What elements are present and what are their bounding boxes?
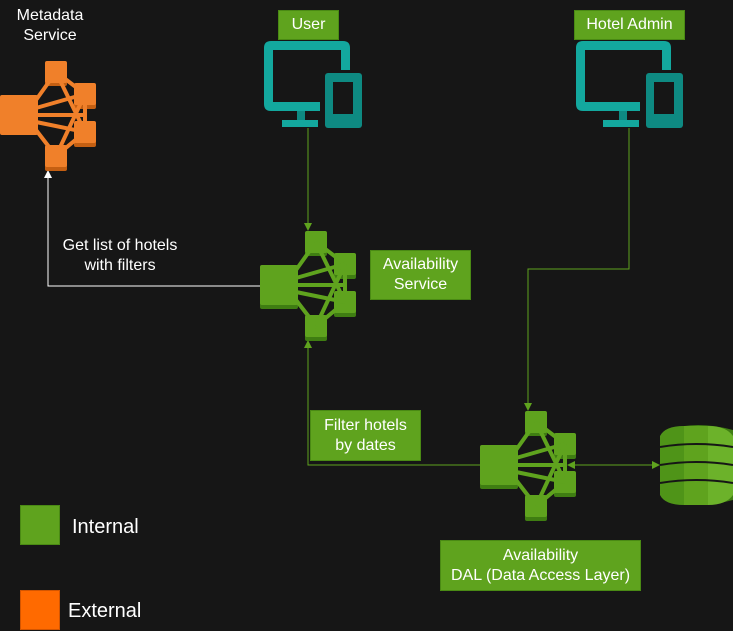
user-label-text: User <box>291 16 326 33</box>
availability-dal-line2: DAL (Data Access Layer) <box>450 566 631 584</box>
availability-service-icon <box>260 231 356 341</box>
metadata-service-line1: Metadata <box>16 7 84 24</box>
user-device-icon <box>264 41 362 128</box>
availability-dal-icon <box>480 411 576 521</box>
legend-external-swatch <box>20 590 60 630</box>
metadata-service-icon <box>0 61 96 171</box>
user-label: User <box>278 10 339 40</box>
filter-hotels-line1: Filter hotels <box>324 416 407 434</box>
edge-dal-to-availability <box>304 340 487 469</box>
get-hotels-edge-label: Get list of hotels with filters <box>48 236 192 276</box>
metadata-service-line2: Service <box>23 27 77 44</box>
availability-service-line1: Availability <box>382 256 459 273</box>
database-icon <box>659 425 733 505</box>
get-hotels-line2: with filters <box>84 257 156 274</box>
availability-dal-line1: Availability <box>502 546 579 564</box>
availability-service-line2: Service <box>393 276 448 293</box>
edge-availability-to-metadata <box>44 170 267 290</box>
hotel-admin-device-icon <box>576 41 683 128</box>
edge-admin-to-dal <box>524 128 630 411</box>
hotel-admin-label: Hotel Admin <box>574 10 685 40</box>
metadata-service-label: Metadata Service <box>0 6 100 46</box>
legend-internal-label: Internal <box>72 516 139 538</box>
availability-dal-label: Availability DAL (Data Access Layer) <box>440 540 641 591</box>
get-hotels-line1: Get list of hotels <box>62 237 178 254</box>
hotel-admin-label-text: Hotel Admin <box>586 16 673 33</box>
filter-hotels-edge-label: Filter hotels by dates <box>310 410 421 461</box>
filter-hotels-line2: by dates <box>335 436 396 454</box>
legend-internal-swatch <box>20 505 60 545</box>
availability-service-label: Availability Service <box>370 250 471 300</box>
legend-external-label: External <box>68 600 142 622</box>
